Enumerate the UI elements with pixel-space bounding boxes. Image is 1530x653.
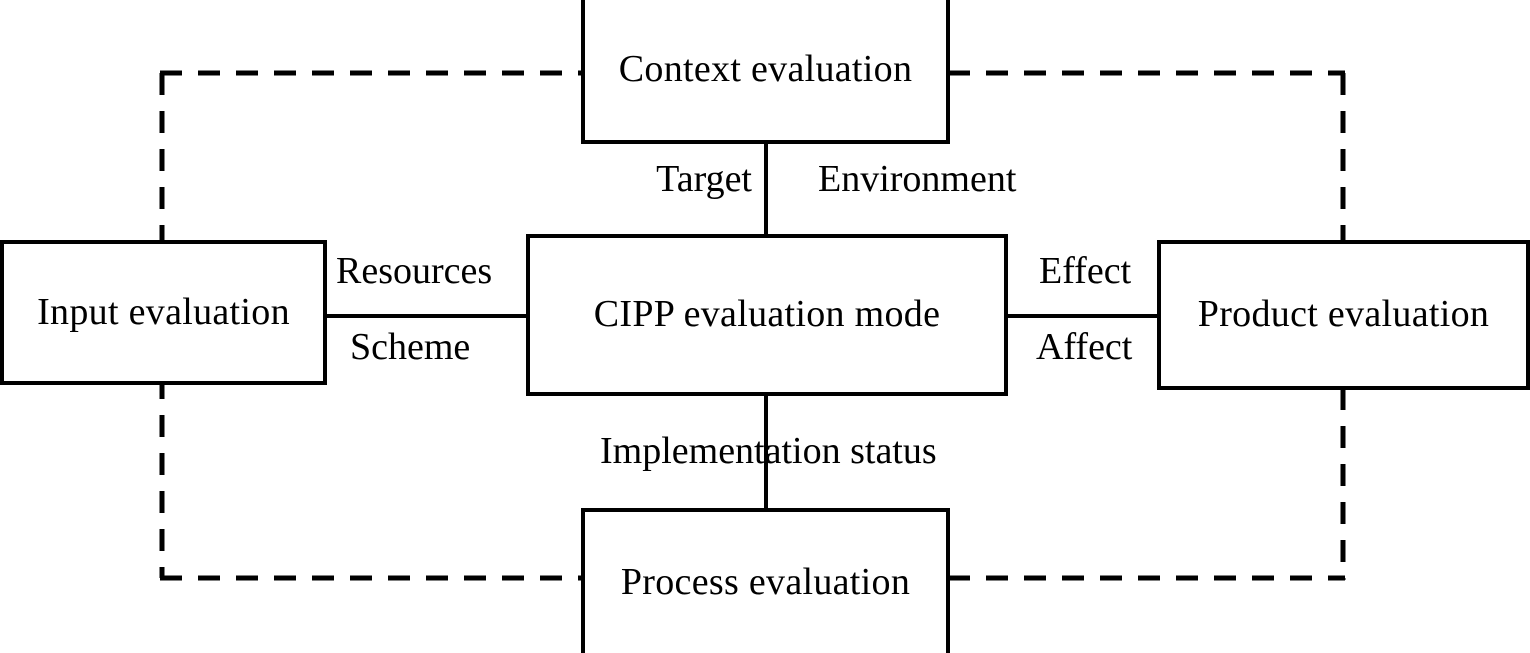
edge-label-implementation-status: Implementation status [600, 430, 937, 472]
node-label-product-evaluation: Product evaluation [1197, 293, 1490, 336]
node-process-evaluation[interactable]: Process evaluation [581, 508, 950, 653]
node-context-evaluation[interactable]: Context evaluation [581, 0, 950, 144]
edge-label-environment: Environment [818, 158, 1017, 200]
node-label-cipp-evaluation-mode: CIPP evaluation mode [593, 293, 941, 336]
node-label-input-evaluation: Input evaluation [37, 290, 290, 333]
edge-label-target: Target [656, 158, 752, 200]
node-product-evaluation[interactable]: Product evaluation [1157, 240, 1530, 390]
edge-label-affect: Affect [1036, 326, 1133, 368]
edge-label-scheme: Scheme [350, 326, 471, 368]
edge-label-effect: Effect [1039, 250, 1132, 292]
edge-label-resources: Resources [336, 250, 493, 292]
node-label-process-evaluation: Process evaluation [620, 560, 911, 603]
node-cipp-evaluation-mode[interactable]: CIPP evaluation mode [526, 234, 1008, 396]
node-label-context-evaluation: Context evaluation [618, 48, 913, 91]
node-input-evaluation[interactable]: Input evaluation [0, 240, 327, 385]
